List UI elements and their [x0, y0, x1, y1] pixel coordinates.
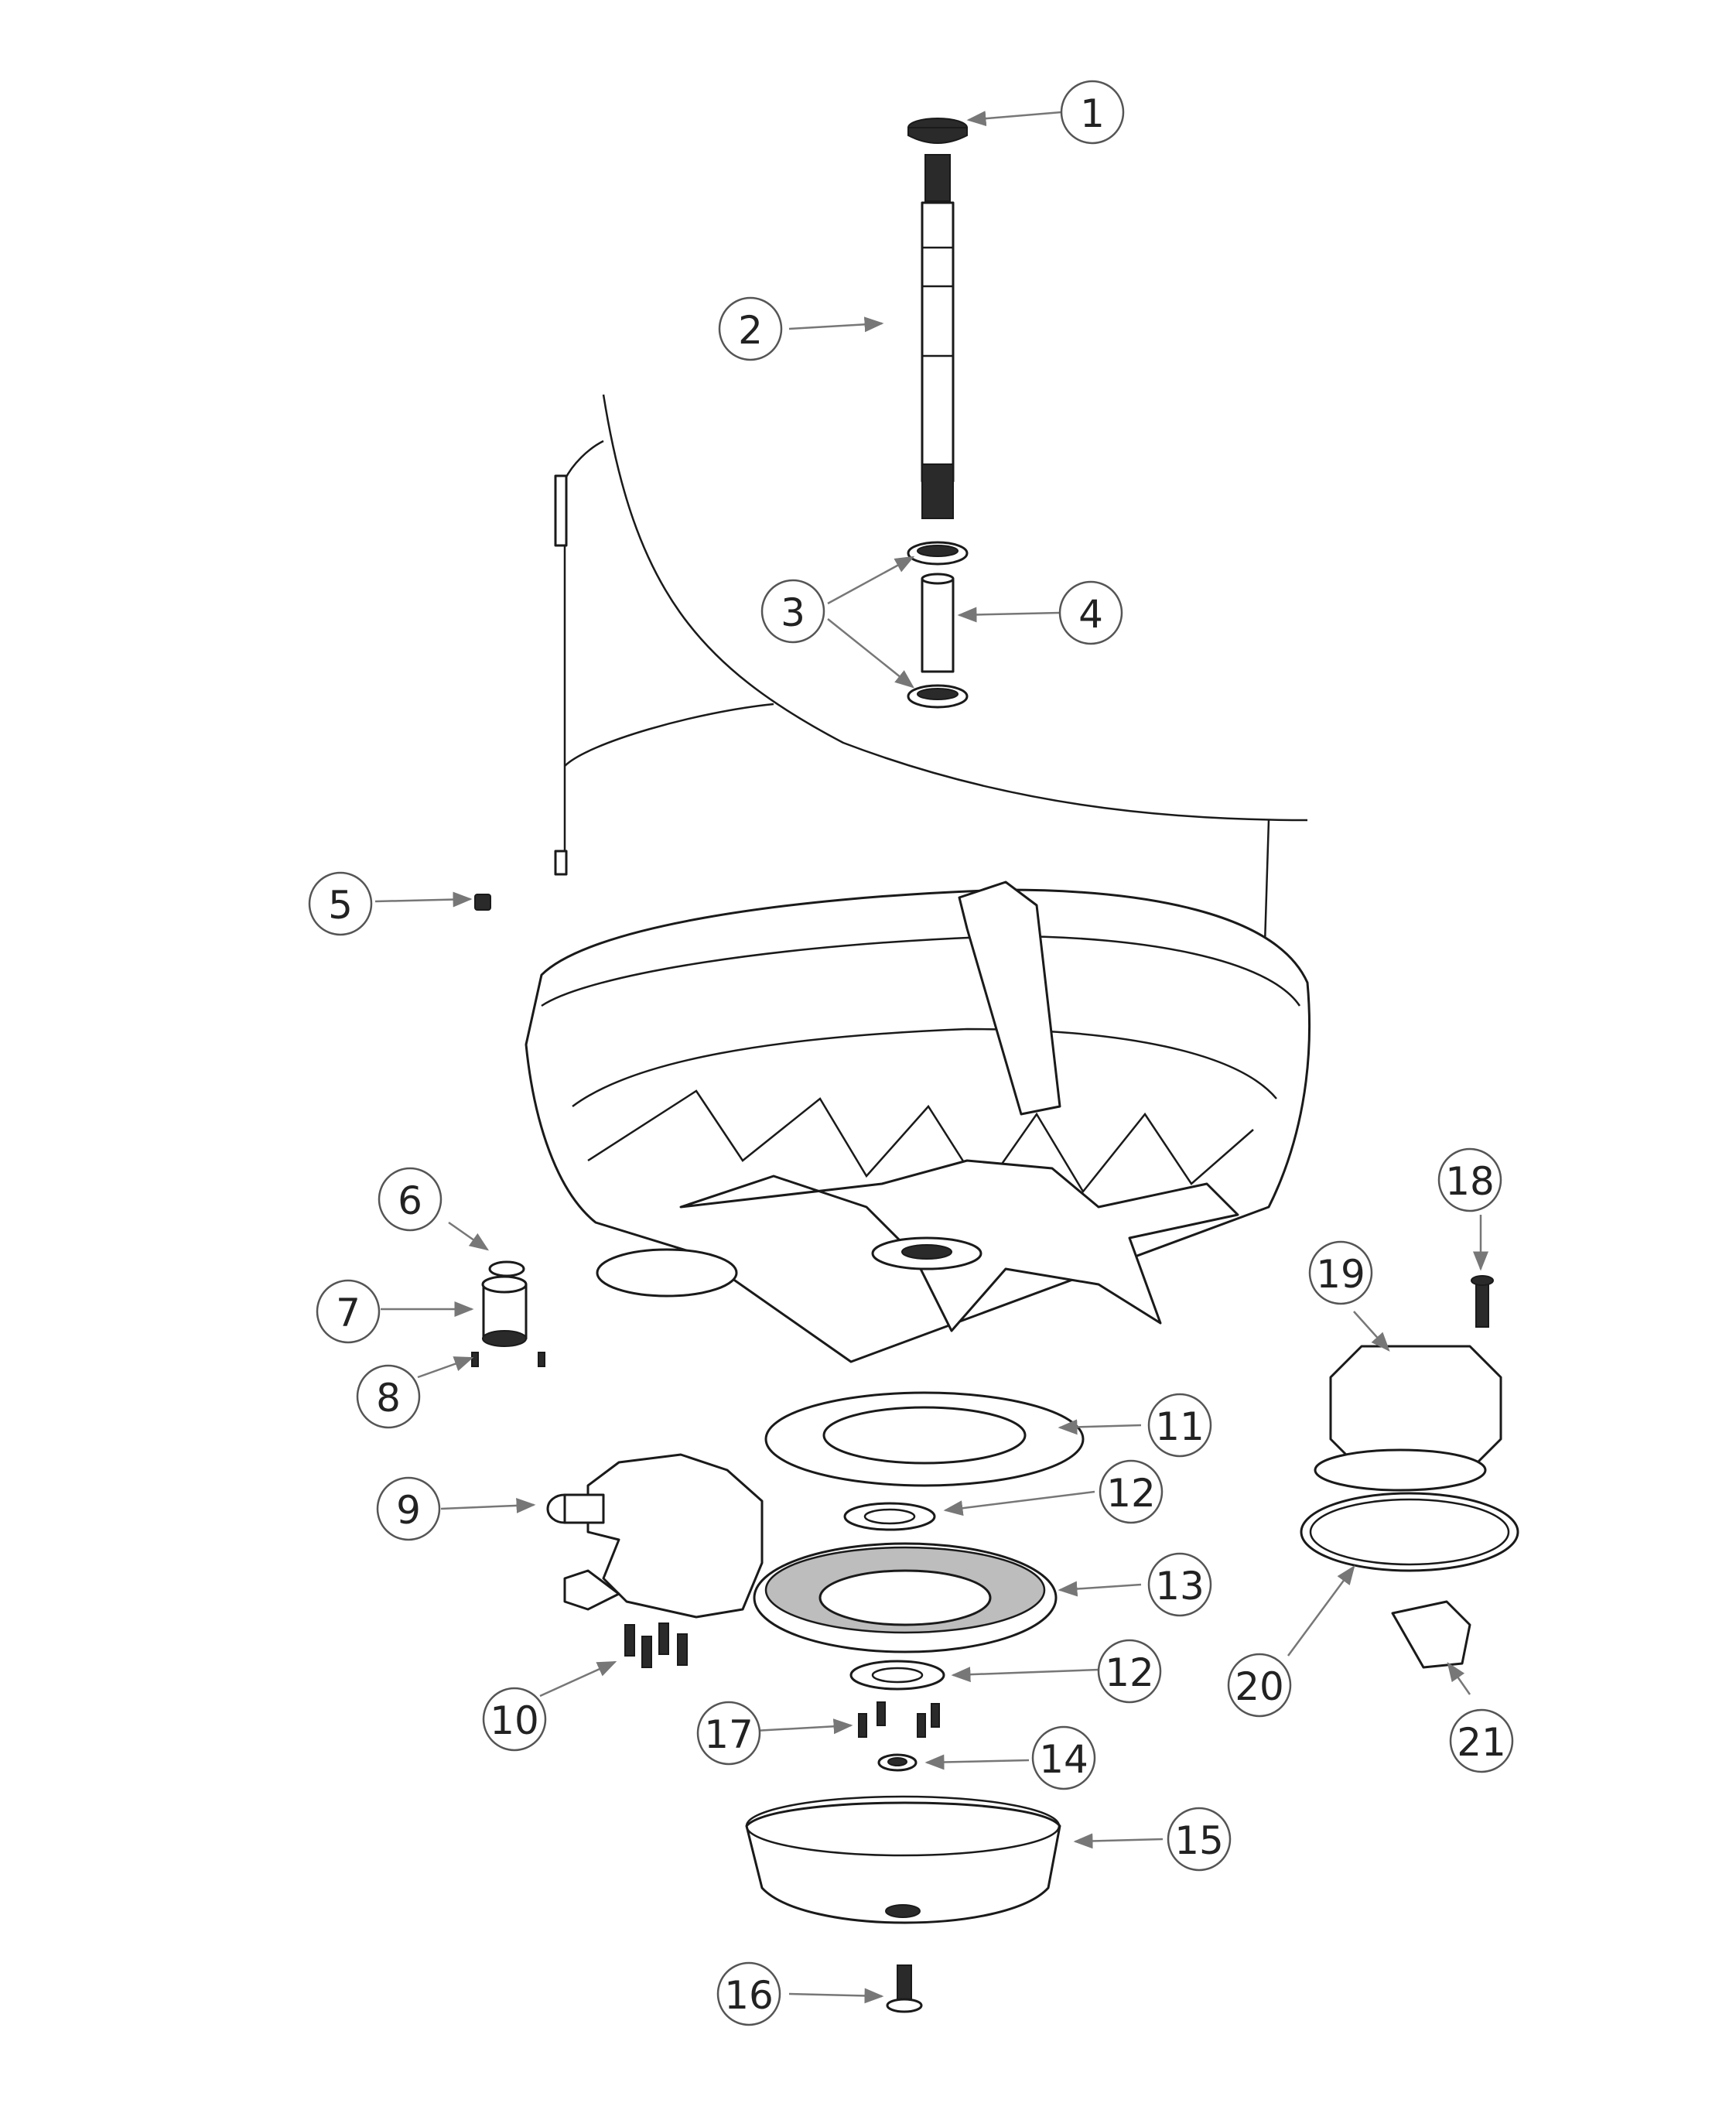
callout-7: 7: [316, 1279, 381, 1344]
hub-cap: [907, 118, 968, 144]
rotor-bolt: [886, 1964, 923, 2013]
drive-shaft: [921, 154, 955, 519]
callout-1: 1: [1060, 80, 1125, 145]
callout-label: 17: [704, 1712, 754, 1757]
drain-pump: [546, 1453, 764, 1619]
callout-15: 15: [1167, 1807, 1232, 1872]
callout-19: 19: [1308, 1240, 1373, 1305]
callout-label: 6: [398, 1178, 422, 1223]
callout-13: 13: [1147, 1552, 1212, 1617]
o-ring-small: [488, 1260, 525, 1277]
gasket-ring: [1300, 1492, 1519, 1572]
bearing-plate-lower: [849, 1660, 945, 1691]
clips-pair: [471, 1352, 545, 1367]
nut: [877, 1753, 918, 1772]
callout-label: 19: [1316, 1252, 1365, 1297]
callout-6: 6: [378, 1167, 443, 1232]
callout-2: 2: [718, 296, 783, 361]
callout-label: 12: [1105, 1650, 1154, 1695]
callout-16: 16: [716, 1961, 781, 2026]
callout-label: 1: [1080, 91, 1105, 136]
callout-label: 11: [1155, 1404, 1205, 1449]
callout-10: 10: [482, 1687, 547, 1752]
callout-label: 5: [328, 883, 353, 928]
callout-14: 14: [1031, 1725, 1096, 1790]
stator-bolts: [858, 1701, 940, 1738]
callout-label: 9: [396, 1488, 421, 1533]
callout-12-upper: 12: [1099, 1459, 1164, 1524]
wash-basket-base: [525, 880, 1311, 1363]
screw-right: [1471, 1275, 1494, 1328]
bearing-plate-upper: [843, 1502, 936, 1531]
callout-label: 7: [336, 1291, 361, 1335]
callout-17: 17: [696, 1701, 761, 1766]
callout-label: 21: [1457, 1720, 1506, 1765]
callout-8: 8: [356, 1364, 421, 1429]
callout-9: 9: [376, 1476, 441, 1541]
callout-12-lower: 12: [1097, 1639, 1162, 1704]
callout-label: 14: [1039, 1737, 1088, 1782]
callout-label: 15: [1174, 1818, 1224, 1863]
callout-3: 3: [760, 579, 825, 644]
pressure-sensor-housing: [1314, 1345, 1502, 1492]
callout-label: 4: [1078, 592, 1103, 637]
callout-label: 16: [724, 1973, 774, 2018]
pump-screws: [624, 1622, 688, 1668]
callout-11: 11: [1147, 1393, 1212, 1458]
rotor: [745, 1795, 1061, 1924]
shaft-sleeve: [921, 573, 955, 673]
stator: [753, 1542, 1058, 1653]
callout-label: 18: [1445, 1159, 1495, 1204]
callout-20: 20: [1227, 1653, 1292, 1718]
outer-tub: [554, 394, 1308, 1069]
callout-label: 20: [1235, 1664, 1284, 1709]
callout-label: 12: [1106, 1471, 1156, 1516]
callout-label: 8: [376, 1376, 401, 1421]
callout-label: 10: [490, 1698, 539, 1743]
stator-shield: [764, 1391, 1085, 1487]
callout-label: 3: [781, 590, 805, 635]
shaft-bearings: [907, 541, 969, 709]
callout-5: 5: [308, 871, 373, 936]
callout-label: 13: [1155, 1564, 1205, 1609]
callout-21: 21: [1449, 1708, 1514, 1773]
callout-4: 4: [1058, 580, 1123, 645]
connector-hose: [481, 1275, 528, 1347]
leader-lines: [374, 111, 1488, 2004]
small-clip: [474, 894, 491, 911]
bracket-small: [1391, 1600, 1471, 1669]
callout-label: 2: [738, 308, 763, 353]
callout-18: 18: [1437, 1147, 1502, 1212]
